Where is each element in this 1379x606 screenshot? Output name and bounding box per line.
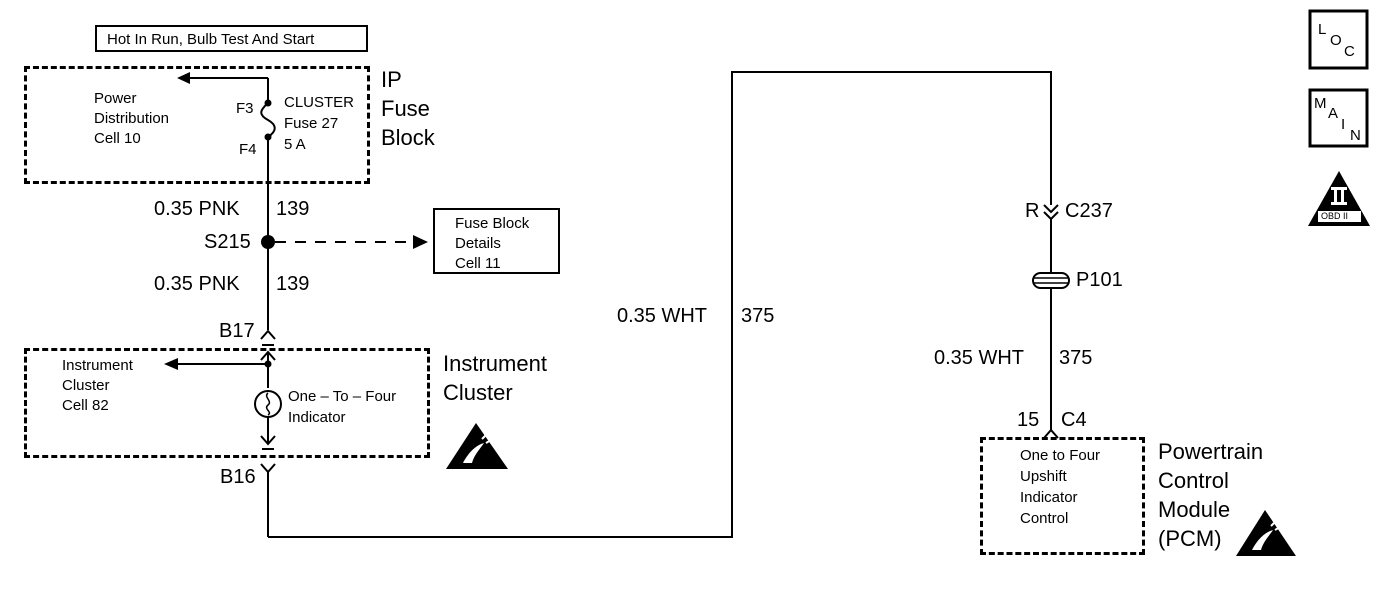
pin-b16: B16 — [220, 466, 256, 488]
main-letter[interactable]: M — [1314, 95, 1327, 112]
connector-b16-icon — [260, 463, 276, 474]
wire-label-circuit: 375 — [1059, 347, 1093, 369]
wire-label-circuit: 139 — [276, 198, 310, 220]
esd-warning-icon — [446, 423, 508, 469]
ip-fuse-block — [24, 66, 370, 184]
arrow-left-icon — [177, 72, 190, 84]
fuse-block-title: IP Fuse Block — [381, 67, 435, 150]
indicator-label: One – To – Four Indicator — [288, 388, 397, 426]
terminal-f4: F4 — [239, 141, 257, 158]
fuse-icon — [260, 102, 276, 138]
pcm-connector: C4 — [1061, 409, 1087, 431]
main-letter[interactable]: A — [1328, 105, 1339, 122]
terminal-f3: F3 — [236, 100, 254, 117]
loc-letter[interactable]: C — [1344, 43, 1355, 60]
p101-name: P101 — [1076, 269, 1123, 291]
obd-ii-caption[interactable]: OBD II — [1321, 211, 1349, 221]
splice-dot-icon — [261, 235, 275, 249]
fuse-block-details-ref[interactable]: Fuse Block Details Cell 11 — [433, 208, 560, 274]
connector-b17-icon — [260, 329, 276, 340]
fuse-info: CLUSTER Fuse 27 5 A — [284, 94, 355, 153]
loc-icon — [1308, 9, 1369, 70]
pcm-title: Powertrain Control Module (PCM) — [1158, 439, 1264, 551]
splice-label: S215 — [204, 231, 251, 253]
connector-c237-icon — [1043, 204, 1059, 214]
pcm-pin: 15 — [1017, 409, 1040, 431]
main-letter[interactable]: N — [1350, 127, 1361, 144]
connector-c4-icon — [1043, 428, 1059, 439]
pcm-box — [980, 437, 1145, 555]
wire-label-size-color: 0.35 PNK — [154, 198, 240, 220]
c237-pin: R — [1025, 200, 1040, 222]
wire-label-circuit: 139 — [276, 273, 310, 295]
wire-label-size-color: 0.35 WHT — [617, 305, 708, 327]
pin-b17: B17 — [219, 320, 255, 342]
supply-label: Hot In Run, Bulb Test And Start — [107, 31, 315, 48]
arrow-left-icon — [164, 358, 178, 370]
loc-letter[interactable]: L — [1318, 21, 1327, 38]
loc-letter[interactable]: O — [1330, 32, 1342, 49]
main-icon — [1308, 88, 1369, 148]
wire-label-size-color: 0.35 WHT — [934, 347, 1025, 369]
esd-warning-icon — [1236, 510, 1296, 556]
main-letter[interactable]: I — [1341, 116, 1346, 133]
wire-label-circuit: 375 — [741, 305, 775, 327]
arrow-right-icon — [413, 235, 428, 249]
power-distribution-ref[interactable]: Power Distribution Cell 10 — [94, 90, 170, 147]
instrument-cluster-ref[interactable]: Instrument Cluster Cell 82 — [62, 357, 133, 414]
wire-label-size-color: 0.35 PNK — [154, 273, 240, 295]
pcm-function: One to Four Upshift Indicator Control — [1020, 447, 1101, 527]
wire-wht-375 — [268, 71, 1052, 538]
c237-name: C237 — [1065, 200, 1113, 222]
instrument-cluster-title: Instrument Cluster — [443, 351, 547, 405]
instrument-cluster-box — [24, 348, 430, 458]
obd-ii-icon — [1308, 171, 1370, 226]
supply-label-box: Hot In Run, Bulb Test And Start — [95, 25, 368, 52]
pass-through-icon — [1032, 272, 1070, 289]
